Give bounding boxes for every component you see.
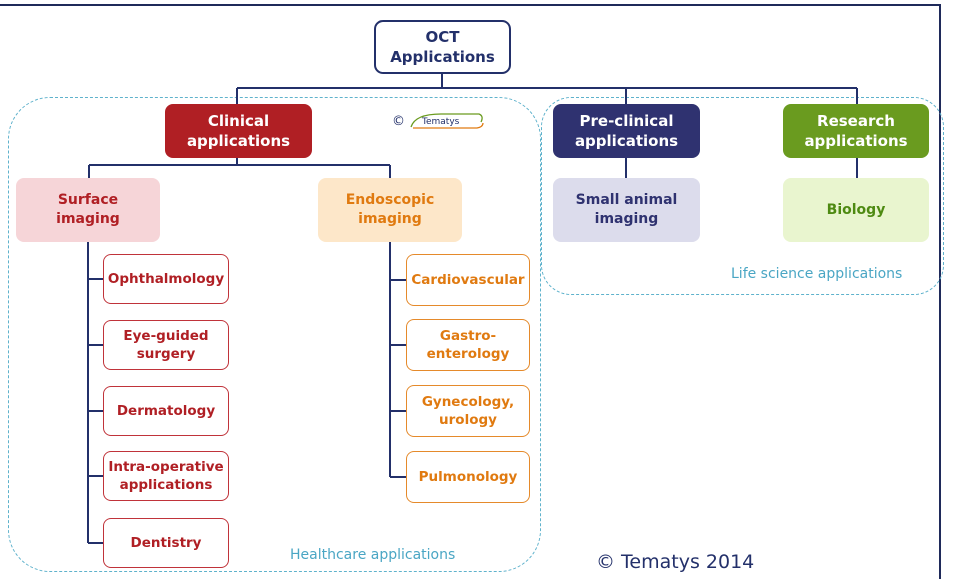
leaf-label-line2: applications xyxy=(119,477,213,493)
root-label-line1: OCT xyxy=(425,27,460,46)
clinical-applications-node: Clinical applications xyxy=(165,104,312,158)
healthcare-group xyxy=(8,97,541,572)
ophthalmology-node: Ophthalmology xyxy=(103,254,229,304)
logo-text: Tematys xyxy=(421,117,460,127)
healthcare-group-label: Healthcare applications xyxy=(290,547,456,563)
preclinical-label-line1: Pre-clinical xyxy=(579,111,674,130)
endoscopic-imaging-node: Endoscopic imaging xyxy=(318,178,462,242)
biology-node: Biology xyxy=(783,178,929,242)
surface-label-line2: imaging xyxy=(56,211,120,227)
small-animal-imaging-node: Small animal imaging xyxy=(553,178,700,242)
clinical-label-line2: applications xyxy=(186,132,291,150)
root-label-line2: Applications xyxy=(390,48,495,66)
research-label-line1: Research xyxy=(817,111,895,130)
life-science-group-label: Life science applications xyxy=(731,266,903,282)
endoscopic-label-line2: imaging xyxy=(358,211,422,227)
dentistry-node: Dentistry xyxy=(103,518,229,568)
frame-right-border xyxy=(939,4,941,579)
dermatology-node: Dermatology xyxy=(103,386,229,436)
life-science-group xyxy=(541,97,944,295)
surface-label-line1: Surface xyxy=(57,192,119,209)
logo-copyright-symbol: © xyxy=(392,114,405,129)
leaf-label: Dermatology xyxy=(116,402,216,419)
research-applications-node: Research applications xyxy=(783,104,929,158)
leaf-label: Pulmonology xyxy=(418,468,518,485)
preclinical-applications-node: Pre-clinical applications xyxy=(553,104,700,158)
clinical-label-line1: Clinical xyxy=(207,111,270,130)
leaf-label-line2: surgery xyxy=(136,346,196,362)
cardiovascular-node: Cardiovascular xyxy=(406,254,530,306)
pulmonology-node: Pulmonology xyxy=(406,451,530,503)
intra-operative-applications-node: Intra-operative applications xyxy=(103,451,229,501)
small-animal-label-line2: imaging xyxy=(594,211,659,227)
tematys-logo: © Tematys xyxy=(392,113,484,129)
frame-top-border xyxy=(0,4,941,6)
gastroenterology-node: Gastro- enterology xyxy=(406,319,530,371)
root-node: OCT Applications xyxy=(374,20,511,74)
small-animal-label-line1: Small animal xyxy=(575,192,678,209)
endoscopic-label-line1: Endoscopic xyxy=(345,192,435,209)
leaf-label-line1: Intra-operative xyxy=(108,458,224,475)
gynecology-urology-node: Gynecology, urology xyxy=(406,385,530,437)
eye-guided-surgery-node: Eye-guided surgery xyxy=(103,320,229,370)
biology-label: Biology xyxy=(826,201,886,218)
leaf-label: Ophthalmology xyxy=(107,270,225,287)
leaf-label-line2: urology xyxy=(439,412,497,428)
preclinical-label-line2: applications xyxy=(574,132,679,150)
leaf-label: Dentistry xyxy=(130,534,202,551)
research-label-line2: applications xyxy=(804,132,908,150)
copyright-notice: © Tematys 2014 xyxy=(596,551,755,573)
leaf-label-line1: Gastro- xyxy=(439,327,497,344)
leaf-label-line1: Eye-guided xyxy=(123,327,209,344)
leaf-label-line2: enterology xyxy=(426,346,510,362)
leaf-label-line1: Gynecology, xyxy=(421,393,515,410)
surface-imaging-node: Surface imaging xyxy=(16,178,160,242)
leaf-label: Cardiovascular xyxy=(411,271,525,288)
